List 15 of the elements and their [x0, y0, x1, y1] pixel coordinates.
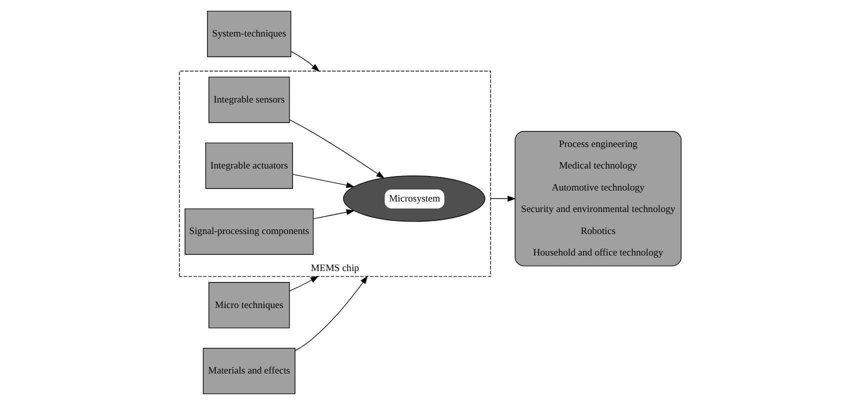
node-box: Integrable actuators — [204, 142, 292, 189]
node-box: Materials and effects — [202, 348, 295, 394]
node-ellipse: Microsystem — [342, 176, 485, 222]
node-box: System-techniques — [206, 10, 291, 58]
arrow — [294, 276, 368, 352]
node-box: Micro techniques — [208, 282, 290, 328]
arrow — [290, 51, 320, 72]
arrow — [292, 174, 354, 188]
arrow — [288, 119, 384, 179]
node-box: Integrable sensors — [208, 76, 290, 123]
node-box: Process engineering Medical technology Automotive technology Security and environmental technology Robotics Household and office technology — [514, 131, 682, 266]
arrow — [288, 276, 318, 292]
arrow — [490, 196, 516, 202]
node-box: Signal-processing components — [184, 208, 314, 255]
arrow — [312, 209, 354, 220]
